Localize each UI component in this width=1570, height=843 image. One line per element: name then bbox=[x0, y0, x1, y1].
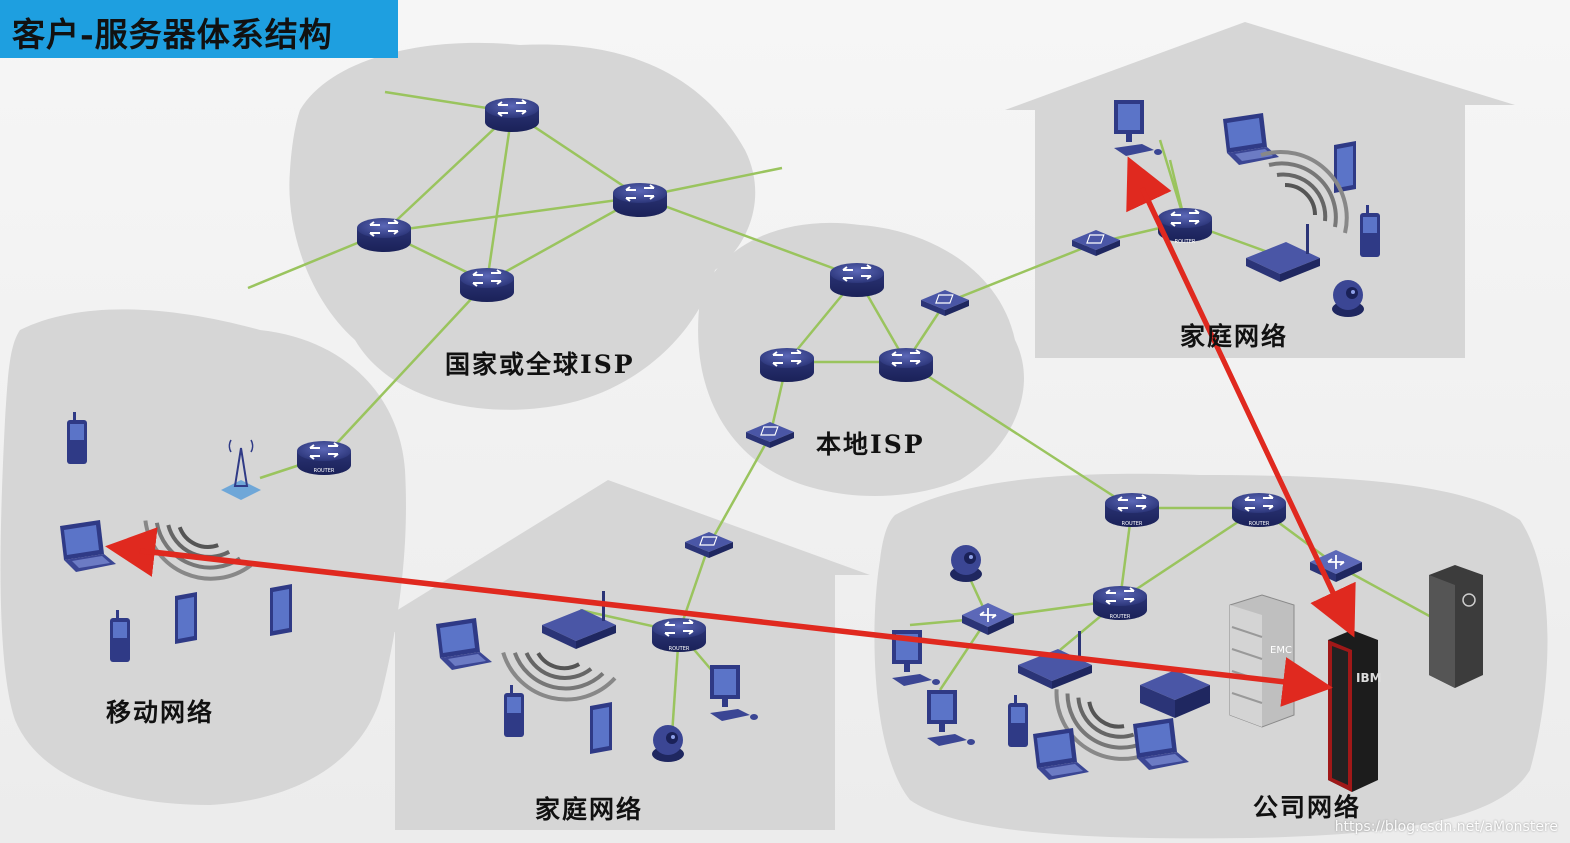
label-home-network-top: 家庭网络 bbox=[1180, 322, 1288, 351]
emc-label: EMC bbox=[1270, 645, 1292, 656]
router-national-4 bbox=[459, 267, 515, 303]
router-national-2 bbox=[612, 182, 668, 218]
label-national-isp: 国家或全球ISP bbox=[445, 350, 635, 379]
tablet-icon bbox=[590, 702, 612, 754]
label-mobile-network: 移动网络 bbox=[106, 698, 214, 727]
router-national-3 bbox=[356, 217, 412, 253]
webcam-icon bbox=[652, 725, 684, 762]
region-home-top bbox=[1005, 22, 1515, 358]
tablet-icon bbox=[270, 584, 292, 636]
page-title: 客户-服务器体系结构 bbox=[12, 15, 333, 54]
ibm-server-icon: IBM bbox=[1328, 630, 1382, 792]
region-national-isp bbox=[289, 42, 756, 410]
ibm-label: IBM bbox=[1356, 671, 1382, 685]
printer-icon bbox=[1140, 670, 1210, 718]
router-label: ROUTER bbox=[1110, 614, 1131, 620]
webcam-icon bbox=[950, 545, 982, 582]
router-label: ROUTER bbox=[1249, 521, 1270, 527]
router-label: ROUTER bbox=[314, 468, 335, 474]
router-local-2 bbox=[759, 347, 815, 383]
label-corporate-network: 公司网络 bbox=[1253, 793, 1361, 822]
router-local-3 bbox=[878, 347, 934, 383]
label-local-isp: 本地ISP bbox=[816, 430, 925, 459]
title-bar: 客户-服务器体系结构 bbox=[0, 0, 398, 58]
watermark: https://blog.csdn.net/aMonstere bbox=[1334, 819, 1558, 835]
webcam-icon bbox=[1332, 280, 1364, 317]
emc-server-icon: EMC bbox=[1229, 594, 1295, 728]
tablet-icon bbox=[175, 592, 197, 644]
label-home-network-bottom: 家庭网络 bbox=[535, 795, 643, 824]
router-label: ROUTER bbox=[669, 646, 690, 652]
client-server-arrows bbox=[105, 156, 1356, 707]
router-label: ROUTER bbox=[1175, 239, 1196, 245]
hp-server-icon bbox=[1429, 565, 1483, 688]
region-home-bottom bbox=[362, 480, 870, 830]
arrow-mobile-to-server bbox=[139, 548, 1333, 707]
router-local-1 bbox=[829, 262, 885, 298]
cell-tower-icon bbox=[221, 439, 261, 500]
arrow-home-to-server bbox=[1139, 186, 1356, 638]
router-national-1 bbox=[484, 97, 540, 133]
router-label: ROUTER bbox=[1122, 521, 1143, 527]
